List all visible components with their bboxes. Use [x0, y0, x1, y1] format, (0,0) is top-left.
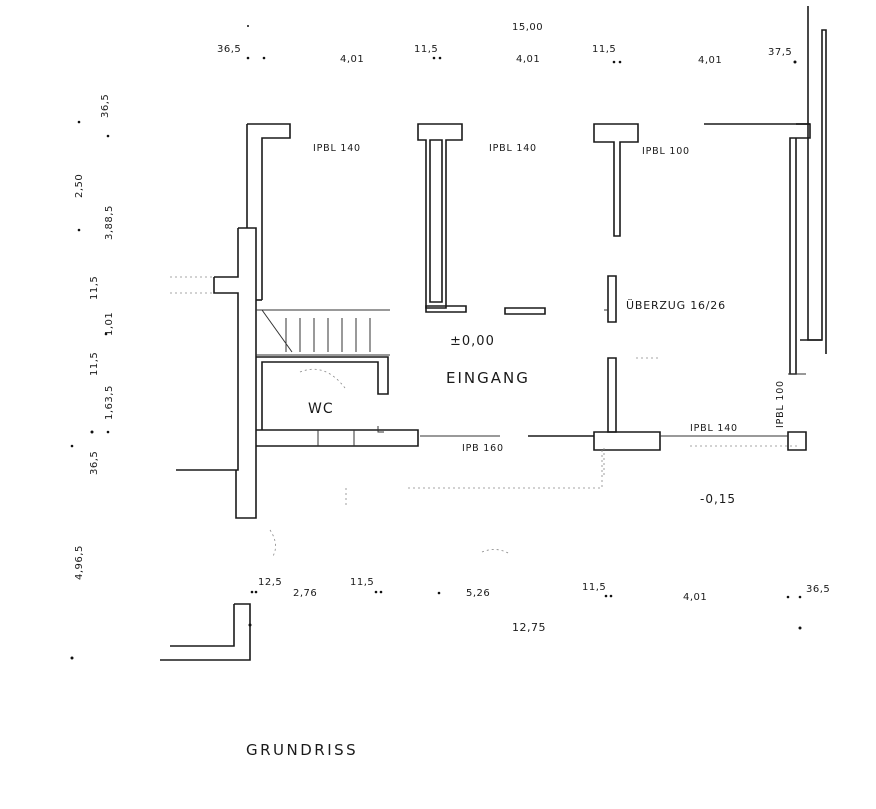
- left-dimension-chain: 36,5 2,50 3,88,5 11,5 1,01 11,5 1,63,5 3…: [70, 94, 115, 660]
- bottom-dimension-5: 11,5: [582, 582, 606, 593]
- beam-label-1: IPBL 140: [313, 143, 361, 154]
- left-total-dimension: 4,96,5: [74, 545, 85, 580]
- beam-label-5: IPBL 140: [690, 423, 738, 434]
- beam-label-2: IPBL 140: [489, 143, 537, 154]
- room-label-wc: WC: [308, 401, 334, 417]
- top-dimension-chain: 15,00 36,5 4,01 11,5 4,01 11,5 4,01 37,5: [217, 22, 797, 66]
- beam-label-7: IPB 160: [462, 443, 504, 454]
- top-dimension-6: 4,01: [698, 55, 722, 66]
- top-dimension-4: 4,01: [516, 54, 540, 65]
- beam-labels: IPBL 140 IPBL 140 IPBL 100 ÜBERZUG 16/26…: [313, 143, 786, 454]
- bottom-dimension-chain: 12,5 2,76 11,5 5,26 11,5 4,01 36,5 12,75: [250, 577, 830, 634]
- top-dimension-2: 4,01: [340, 54, 364, 65]
- left-dimension-7: 1,63,5: [104, 385, 115, 420]
- left-dimension-6: 11,5: [89, 352, 100, 376]
- top-dimension-5: 11,5: [592, 44, 616, 55]
- bottom-dimension-4: 5,26: [466, 588, 490, 599]
- beam-label-6: IPBL 100: [775, 380, 786, 428]
- left-dimension-2: 2,50: [74, 174, 85, 198]
- left-dimension-5: 1,01: [104, 312, 115, 336]
- left-dimension-8: 36,5: [89, 451, 100, 475]
- walls: [160, 6, 827, 661]
- room-labels: WC EINGANG ±0,00 -0,15: [308, 334, 736, 506]
- bottom-dimension-2: 2,76: [293, 588, 317, 599]
- beam-label-ueberzug: ÜBERZUG 16/26: [626, 299, 726, 312]
- left-dimension-3: 3,88,5: [104, 205, 115, 240]
- bottom-dimension-3: 11,5: [350, 577, 374, 588]
- left-dimension-1: 36,5: [100, 94, 111, 118]
- drawing-title: GRUNDRISS: [246, 741, 358, 759]
- bottom-dimension-6: 4,01: [683, 592, 707, 603]
- top-dimension-1: 36,5: [217, 44, 241, 55]
- room-label-entrance: EINGANG: [446, 369, 530, 387]
- level-label-outside: -0,15: [700, 492, 736, 506]
- top-dimension-3: 11,5: [414, 44, 438, 55]
- beam-label-3: IPBL 100: [642, 146, 690, 157]
- left-dimension-4: 11,5: [89, 276, 100, 300]
- top-dimension-7: 37,5: [768, 47, 792, 58]
- level-label-floor: ±0,00: [450, 334, 495, 349]
- bottom-total-dimension: 12,75: [512, 621, 546, 634]
- bottom-dimension-1: 12,5: [258, 577, 282, 588]
- top-total-dimension: 15,00: [512, 22, 543, 33]
- bottom-dimension-7: 36,5: [806, 584, 830, 595]
